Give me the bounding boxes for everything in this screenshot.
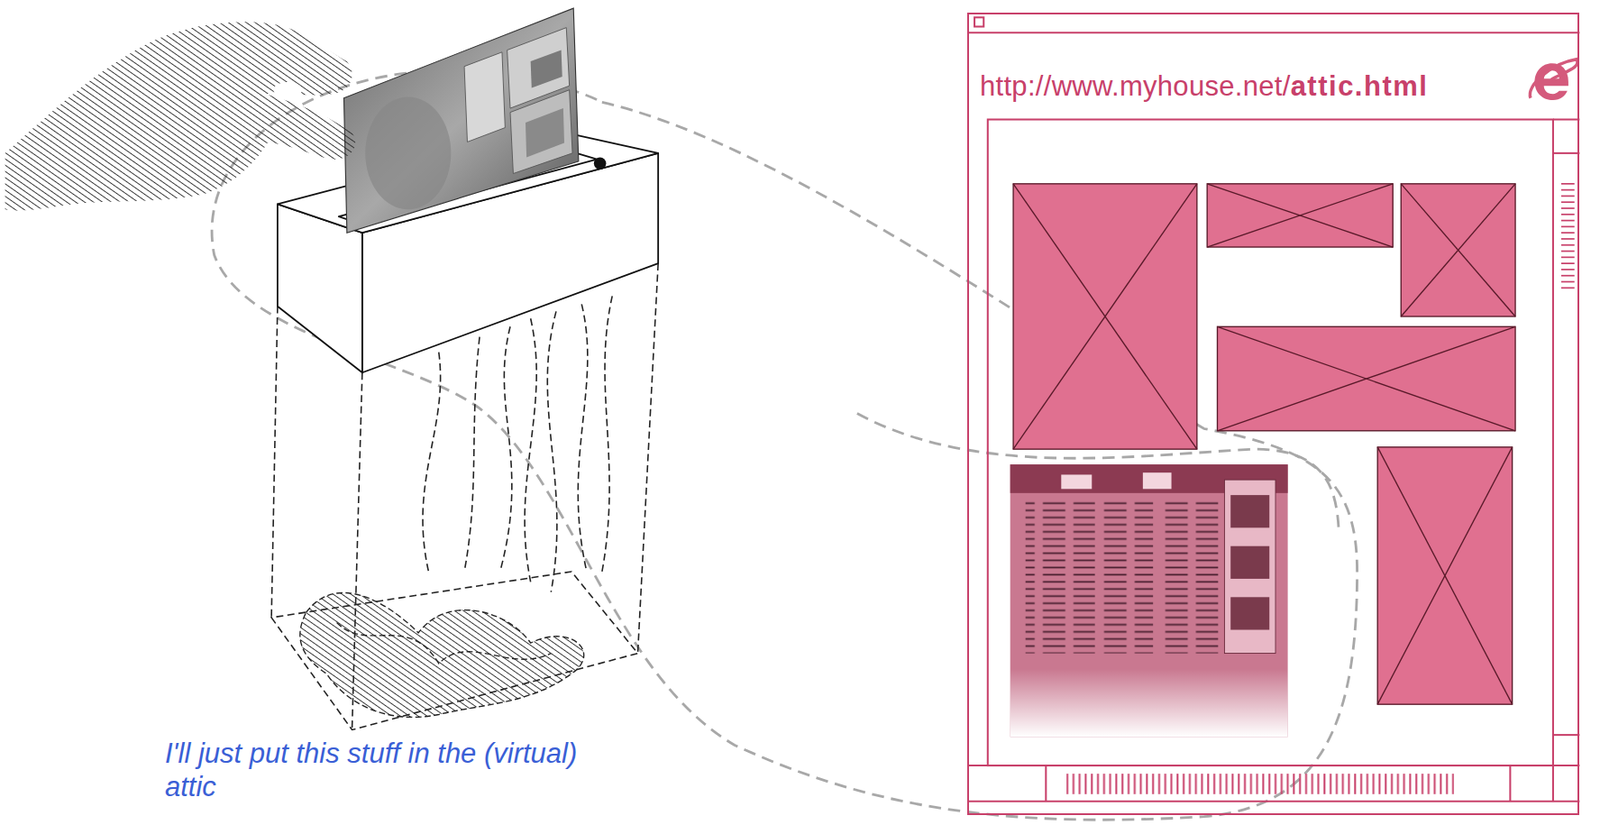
shredder-button xyxy=(594,156,607,170)
scroll-thumb xyxy=(1561,183,1575,288)
shred-pile xyxy=(337,622,552,664)
url-text: http://www.myhouse.net/ xyxy=(979,70,1291,102)
caption-note: I'll just put this stuff in the (virtual… xyxy=(164,736,594,804)
menu-image xyxy=(1010,464,1289,737)
shred-pile xyxy=(300,592,585,717)
address-bar: http://www.myhouse.net/attic.html xyxy=(979,70,1428,103)
browser-chrome xyxy=(967,17,1580,801)
url-page: attic.html xyxy=(1290,70,1429,102)
browser-window: http://www.myhouse.net/attic.html xyxy=(967,12,1580,815)
paper-menu xyxy=(343,8,578,233)
dashed-loop xyxy=(211,71,1358,820)
hand-thumb xyxy=(273,82,302,99)
browser-logo xyxy=(1529,59,1578,101)
hscroll-thumb xyxy=(1066,773,1454,795)
hand xyxy=(5,21,356,211)
